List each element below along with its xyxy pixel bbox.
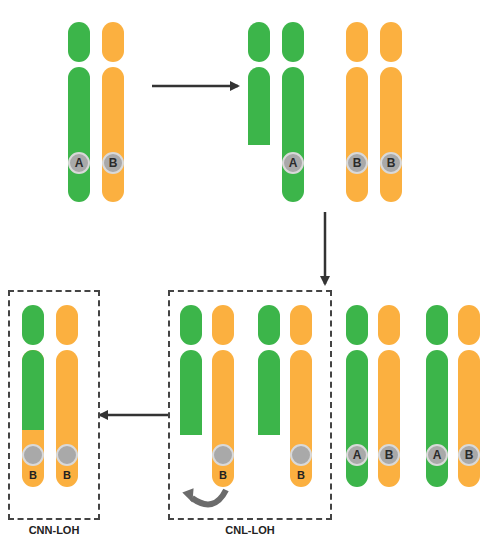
allele-letter: B	[109, 157, 118, 169]
chromosome-arm	[290, 305, 312, 345]
chromosome-arm	[22, 350, 44, 487]
allele-circle: A	[426, 444, 448, 466]
chromosome-arm	[346, 67, 368, 202]
chromosome-arm	[212, 350, 234, 487]
stage-arrow	[152, 85, 238, 88]
chromosome-arm	[56, 305, 78, 345]
chromosome-arm	[212, 305, 234, 345]
recombined-segment	[22, 350, 44, 430]
chromosome-arm	[258, 305, 280, 345]
loh-group-box: CNN-LOHBB	[8, 290, 100, 520]
allele-letter: A	[433, 449, 442, 461]
chromosome-arm	[458, 305, 480, 345]
loh-group-box: CNL-LOHBB	[168, 290, 332, 520]
allele-circle: A	[68, 152, 90, 174]
allele-circle: B	[380, 152, 402, 174]
chromosome-arm	[380, 67, 402, 202]
chromosome-arm	[248, 22, 270, 62]
allele-circle: B	[102, 152, 124, 174]
allele-circle: B	[290, 444, 312, 466]
chromosome-arm	[68, 22, 90, 62]
chromosome-arm	[378, 350, 400, 487]
allele-letter: B	[292, 470, 310, 481]
chromosome-arm	[426, 305, 448, 345]
curved-arrow-head	[182, 488, 198, 504]
chromosome-arm	[56, 350, 78, 487]
chromosome-arm	[180, 305, 202, 345]
chromosome-arm	[22, 305, 44, 345]
step-arrow	[100, 414, 168, 417]
allele-letter: A	[75, 157, 84, 169]
chromosome-arm	[426, 350, 448, 487]
chromosome-arm	[282, 67, 304, 202]
allele-circle: B	[22, 444, 44, 466]
allele-letter: B	[353, 157, 362, 169]
chromosome-arm	[346, 305, 368, 345]
chromosome-arm	[378, 305, 400, 345]
allele-letter: B	[214, 470, 232, 481]
allele-letter: B	[24, 470, 42, 481]
chromosome-arm	[282, 22, 304, 62]
allele-letter: B	[58, 470, 76, 481]
allele-circle: A	[346, 444, 368, 466]
stage-arrow	[324, 212, 327, 284]
allele-circle: B	[458, 444, 480, 466]
allele-circle: B	[346, 152, 368, 174]
group-label: CNN-LOH	[10, 524, 98, 536]
chromosome-arm	[346, 22, 368, 62]
allele-letter: B	[465, 449, 474, 461]
group-label: CNL-LOH	[170, 524, 330, 536]
chromosome-arm	[102, 67, 124, 202]
chromosome-arm	[458, 350, 480, 487]
chromosome-arm	[102, 22, 124, 62]
chromosome-arm	[380, 22, 402, 62]
allele-circle: B	[212, 444, 234, 466]
allele-letter: B	[385, 449, 394, 461]
chromosome-arm	[290, 350, 312, 487]
allele-letter: B	[387, 157, 396, 169]
allele-circle: B	[56, 444, 78, 466]
allele-circle: B	[378, 444, 400, 466]
allele-letter: A	[289, 157, 298, 169]
chromosome-arm	[68, 67, 90, 202]
allele-letter: A	[353, 449, 362, 461]
broken-arm	[248, 67, 270, 145]
chromosome-arm	[346, 350, 368, 487]
allele-circle: A	[282, 152, 304, 174]
curved-arrow	[192, 490, 226, 504]
broken-arm	[258, 350, 280, 435]
broken-arm	[180, 350, 202, 435]
